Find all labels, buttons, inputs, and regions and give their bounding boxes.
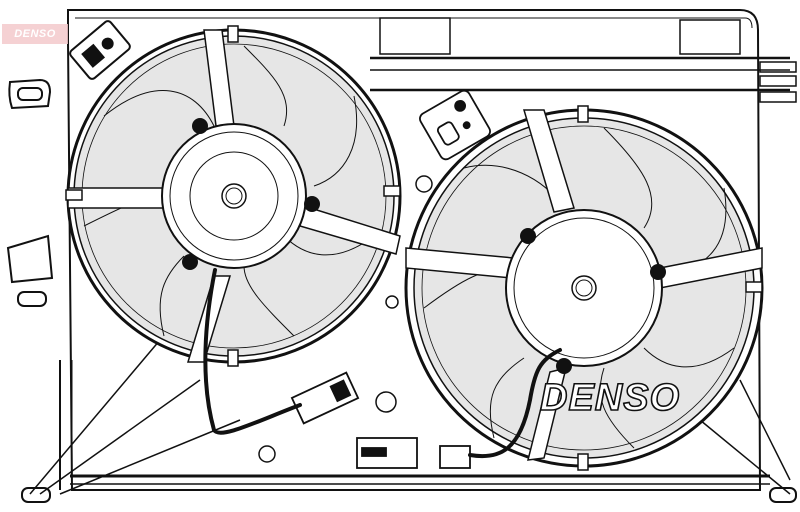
mount-bolt [182, 254, 198, 270]
harness-connector-mid [290, 371, 360, 425]
mount-bolt [192, 118, 208, 134]
mount-bolt [520, 228, 536, 244]
shroud-frame [6, 9, 797, 503]
denso-watermark: DENSO [2, 24, 68, 44]
wire-harness [203, 268, 562, 459]
denso-brand-label: DENSO [539, 377, 681, 419]
resistor-module [419, 89, 491, 161]
right-fan [404, 105, 764, 471]
top-connector [69, 20, 131, 80]
mount-bolt [556, 358, 572, 374]
small-bosses [258, 175, 433, 463]
mount-bolt [304, 196, 320, 212]
mount-bolt [650, 264, 666, 280]
left-fan [65, 25, 402, 367]
harness-connector-bottom [356, 437, 471, 469]
